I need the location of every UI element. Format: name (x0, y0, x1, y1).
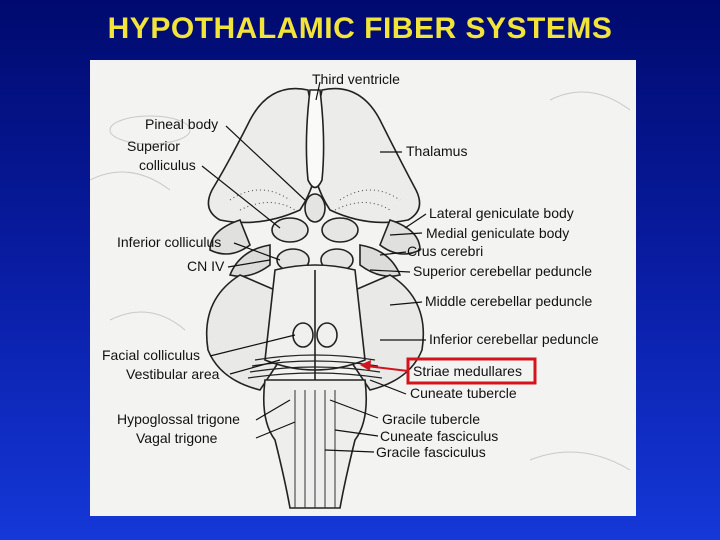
label-inferior-colliculus: Inferior colliculus (117, 234, 221, 250)
striae-highlight (360, 357, 537, 385)
label-inferior-cerebellar-peduncle: Inferior cerebellar peduncle (429, 331, 599, 347)
label-superior-cerebellar-peduncle: Superior cerebellar peduncle (413, 263, 592, 279)
label-lateral-geniculate-body: Lateral geniculate body (429, 205, 574, 221)
third-ventricle-outline (305, 89, 325, 189)
label-crus-cerebri: Crus cerebri (407, 243, 483, 259)
label-colliculus: colliculus (139, 157, 196, 173)
label-middle-cerebellar-peduncle: Middle cerebellar peduncle (425, 293, 593, 309)
right-thalamus-outline (311, 87, 421, 224)
label-vestibular-area: Vestibular area (126, 366, 220, 382)
label-striae-medullares: Striae medullares (413, 363, 522, 379)
left-thalamus-outline (207, 87, 319, 224)
label-vagal-trigone: Vagal trigone (136, 430, 218, 446)
leader-lines (201, 81, 427, 453)
label-gracile-fasciculus: Gracile fasciculus (376, 444, 486, 460)
brainstem-diagram: Third ventricle Pineal body Superior col… (90, 71, 631, 509)
middle-cerebellar-peduncle-outline (205, 274, 281, 391)
brainstem-drawing (205, 87, 425, 509)
label-medial-geniculate-body: Medial geniculate body (426, 225, 569, 241)
label-pineal-body: Pineal body (145, 116, 218, 132)
label-thalamus: Thalamus (406, 143, 467, 159)
label-gracile-tubercle: Gracile tubercle (382, 411, 480, 427)
label-hypoglossal-trigone: Hypoglossal trigone (117, 411, 240, 427)
brainstem-figure: Third ventricle Pineal body Superior col… (90, 60, 636, 516)
label-cuneate-fasciculus: Cuneate fasciculus (380, 428, 498, 444)
page-bleed-through (90, 91, 631, 471)
label-facial-colliculus: Facial colliculus (102, 347, 200, 363)
label-superior: Superior (127, 138, 180, 154)
label-cuneate-tubercle: Cuneate tubercle (410, 385, 517, 401)
label-third-ventricle: Third ventricle (312, 71, 400, 87)
label-cn-iv: CN IV (187, 258, 225, 274)
slide-title: HYPOTHALAMIC FIBER SYSTEMS (107, 12, 613, 45)
pineal-body-outline (304, 193, 326, 223)
